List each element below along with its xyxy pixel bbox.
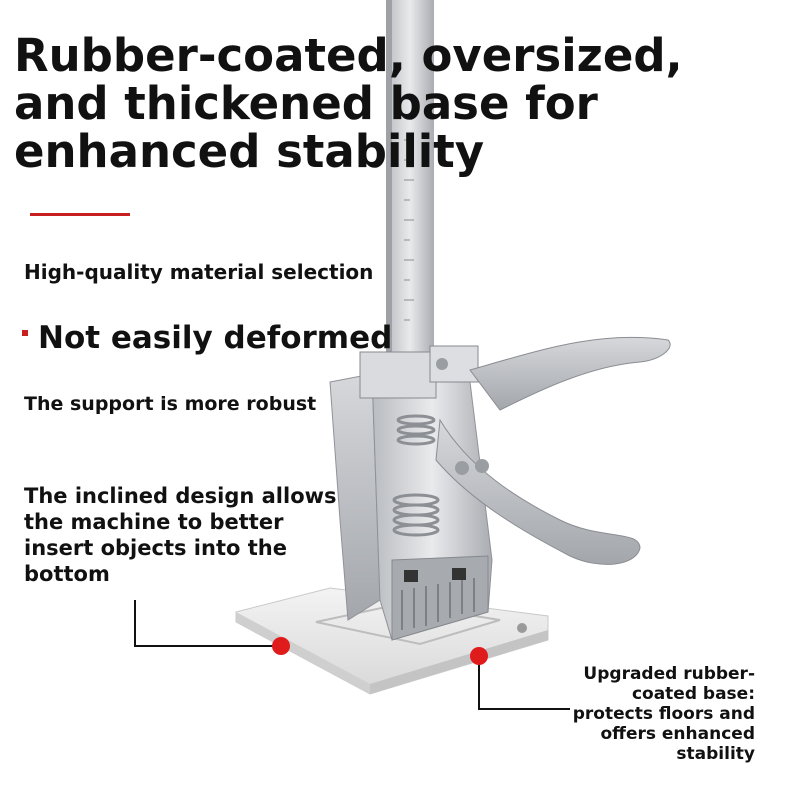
feature-inclined: The inclined design allows the machine t… [24,484,337,586]
feature-deform-label: Not easily deformed [38,320,393,356]
leader-right-vertical [478,662,480,710]
feature-deform: Not easily deformed [22,320,392,356]
headline-accent-line [30,213,130,216]
callout-base: Upgraded rubber-coated base: protects fl… [572,664,755,764]
feature-robust: The support is more robust [24,393,317,415]
marker-dot-left [272,637,290,655]
leader-left-horizontal [134,645,281,647]
headline: Rubber-coated, oversized, and thickened … [14,29,683,178]
leader-left-vertical [134,600,136,647]
jack-body [329,345,493,641]
bullet-icon [22,330,28,336]
leader-right-horizontal [478,708,570,710]
feature-material: High-quality material selection [24,260,374,284]
ruler-bar [386,0,434,380]
marker-dot-right [470,647,488,665]
lever-handle [435,336,671,565]
